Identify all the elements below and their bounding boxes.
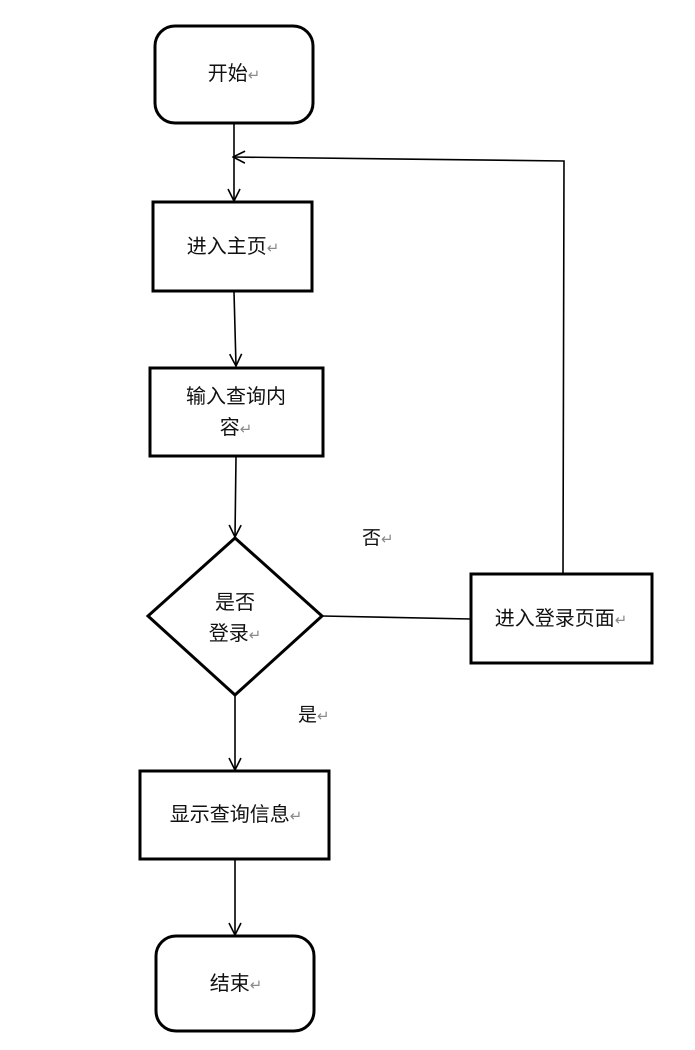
input-node: 输入查询内 容↵ (148, 366, 325, 458)
edge-input-to-decision (235, 456, 236, 537)
svg-text:开始↵: 开始↵ (208, 61, 261, 85)
start-node: 开始↵ (153, 24, 315, 125)
edge-label-no-text: 否 (362, 527, 381, 549)
paragraph-mark-icon: ↵ (250, 976, 263, 994)
input-label-line2: 容 (220, 415, 240, 439)
decision-label-line1: 是否 (215, 590, 255, 614)
edge-decision-to-login (321, 615, 472, 620)
paragraph-mark-icon: ↵ (381, 530, 394, 548)
svg-text:进入主页↵: 进入主页↵ (187, 234, 280, 258)
edge-login-back-to-home (233, 157, 565, 575)
paragraph-mark-icon: ↵ (249, 626, 262, 644)
paragraph-mark-icon: ↵ (240, 420, 253, 438)
show-label: 显示查询信息 (170, 802, 290, 826)
paragraph-mark-icon: ↵ (317, 707, 330, 725)
svg-text:登录↵: 登录↵ (209, 621, 262, 645)
svg-text:结束↵: 结束↵ (210, 971, 263, 995)
start-label: 开始 (208, 61, 248, 85)
paragraph-mark-icon: ↵ (248, 66, 261, 84)
edge-home-to-input (234, 291, 236, 366)
paragraph-mark-icon: ↵ (290, 807, 303, 825)
login-label: 进入登录页面 (495, 606, 615, 630)
login-node: 进入登录页面↵ (469, 572, 654, 665)
input-label-line1: 输入查询内 (186, 384, 286, 408)
show-node: 显示查询信息↵ (138, 769, 331, 861)
svg-text:显示查询信息↵: 显示查询信息↵ (170, 802, 303, 826)
connectors (233, 124, 565, 935)
paragraph-mark-icon: ↵ (615, 611, 628, 629)
svg-text:容↵: 容↵ (220, 415, 253, 439)
edge-label-yes-text: 是 (298, 704, 317, 726)
svg-text:进入登录页面↵: 进入登录页面↵ (495, 606, 628, 630)
end-node: 结束↵ (154, 934, 316, 1033)
decision-node: 是否 登录↵ (145, 535, 325, 698)
decision-label-line2: 登录 (209, 621, 249, 645)
edge-label-no: 否↵ (362, 527, 394, 549)
home-label: 进入主页 (187, 234, 267, 258)
end-label: 结束 (210, 971, 250, 995)
home-node: 进入主页↵ (151, 200, 314, 293)
edge-label-yes: 是↵ (298, 704, 330, 726)
paragraph-mark-icon: ↵ (267, 239, 280, 257)
